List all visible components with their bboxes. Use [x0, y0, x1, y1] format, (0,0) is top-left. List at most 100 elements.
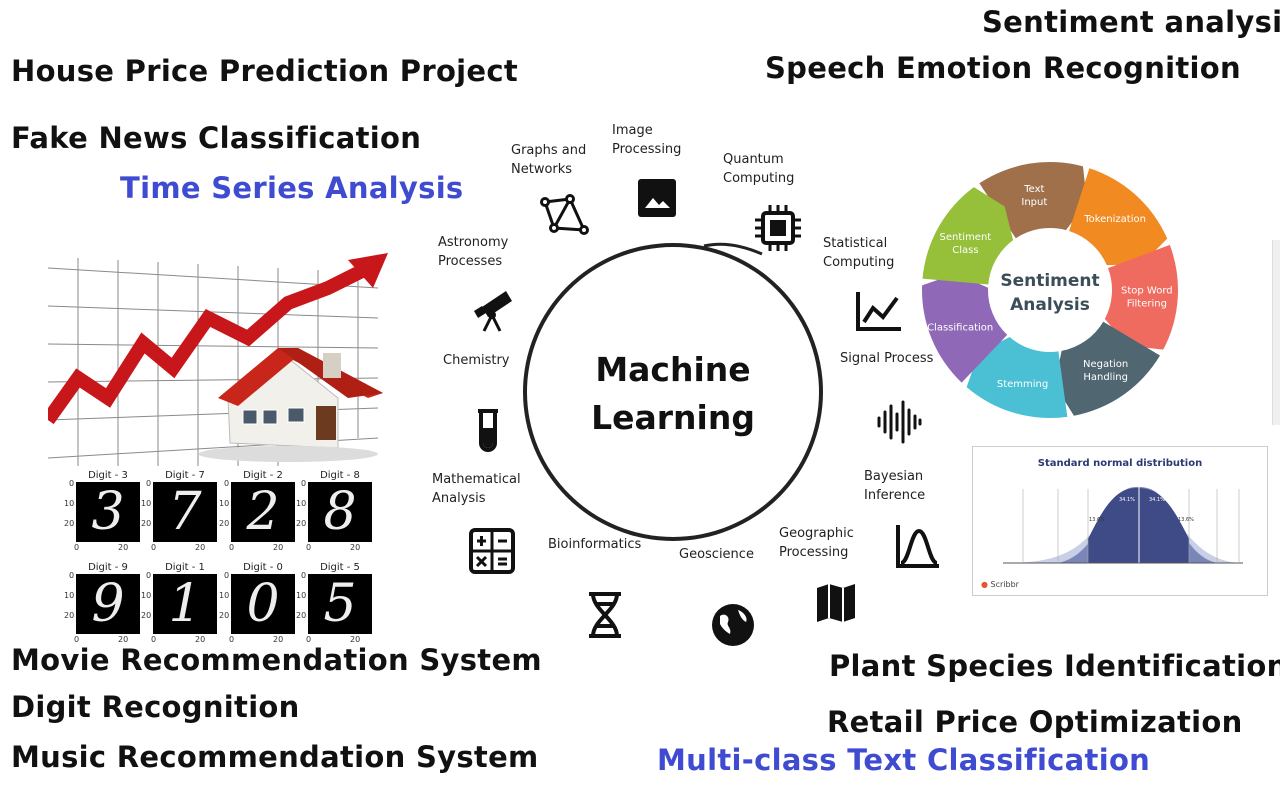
graph-network-icon: [540, 194, 589, 235]
house-price-illustration: [48, 253, 388, 466]
project-movie-rec: Movie Recommendation System: [11, 643, 542, 677]
wheel-ring-segment-top: [703, 242, 763, 256]
mnist-x-tick: 20: [350, 635, 361, 644]
map-icon: [817, 584, 855, 622]
normal-dist-pct-4: 13.6%: [1178, 517, 1194, 523]
mnist-x-tick: 0: [74, 543, 80, 552]
mnist-cell-title: Digit - 9: [88, 562, 128, 573]
mnist-x-tick: 0: [306, 635, 312, 644]
mnist-y-tick: 0: [224, 479, 230, 488]
mnist-y-tick: 0: [69, 479, 75, 488]
telescope-icon: [474, 291, 512, 332]
waveform-icon: [877, 400, 922, 444]
mnist-digit-image: 3: [76, 482, 140, 542]
ml-center-circle: [523, 243, 823, 541]
mnist-cell-title: Digit - 7: [165, 470, 205, 481]
mnist-cell-title: Digit - 1: [165, 562, 205, 573]
ml-label-bioinformatics: Bioinformatics: [548, 537, 642, 552]
mnist-y-tick: 0: [146, 571, 152, 580]
sentiment-step-label: Classification: [927, 323, 993, 334]
ml-center-line1: Machine: [595, 350, 751, 389]
mnist-x-tick: 20: [118, 543, 129, 552]
test-tube-icon: [478, 409, 498, 452]
image-icon: [638, 179, 676, 217]
mnist-digit-image: 9: [76, 574, 140, 634]
sentiment-step-segment: [922, 273, 1008, 383]
ml-label-quantum-computing: Quantum Computing: [723, 152, 795, 186]
mnist-x-tick: 0: [229, 635, 235, 644]
trend-arrow: [48, 261, 372, 425]
ml-label-chemistry: Chemistry: [443, 353, 510, 368]
mnist-x-tick: 0: [151, 543, 157, 552]
chip-icon: [755, 205, 801, 251]
mnist-x-tick: 0: [74, 635, 80, 644]
scribbr-logo: ● Scribbr: [981, 580, 1019, 589]
mnist-y-tick: 20: [296, 611, 307, 620]
sentiment-step-label: Stemming: [997, 379, 1048, 390]
scribbr-logo-mark: ●: [981, 580, 991, 589]
house-graphic: [198, 348, 383, 462]
mnist-x-tick: 20: [273, 543, 284, 552]
mnist-y-tick: 20: [64, 611, 75, 620]
normal-dist-plot: [1003, 483, 1243, 564]
mnist-x-tick: 20: [195, 543, 206, 552]
mnist-y-tick: 0: [69, 571, 75, 580]
trend-arrowhead: [348, 253, 388, 288]
sentiment-step-segment: [1054, 321, 1160, 416]
sentiment-step-label: Tokenization: [1083, 214, 1146, 225]
ml-label-mathematical-analysis: Mathematical Analysis: [432, 472, 521, 506]
mnist-x-tick: 20: [195, 635, 206, 644]
mnist-cell-title: Digit - 2: [243, 470, 283, 481]
line-chart-icon: [856, 292, 901, 331]
ml-label-astronomy-processes: Astronomy Processes: [438, 235, 509, 269]
mnist-x-tick: 20: [350, 543, 361, 552]
sentiment-step-segment: [922, 187, 1014, 285]
sentiment-step-segment: [1104, 244, 1178, 350]
normal-distribution-figure: Standard normal distribution 13.6% 34.1%…: [972, 446, 1268, 596]
mnist-y-tick: 0: [301, 479, 307, 488]
sentiment-step-segment: [1069, 168, 1168, 266]
mnist-y-tick: 10: [64, 591, 75, 600]
mnist-x-tick: 0: [306, 543, 312, 552]
mnist-y-tick: 0: [146, 479, 152, 488]
ml-label-geographic-processing: Geographic Processing: [779, 526, 854, 560]
mnist-cell-title: Digit - 5: [320, 562, 360, 573]
mnist-y-tick: 10: [141, 591, 152, 600]
ml-center-line2: Learning: [591, 398, 755, 437]
mnist-cell-title: Digit - 8: [320, 470, 360, 481]
mnist-y-tick: 20: [219, 611, 230, 620]
mnist-x-tick: 20: [273, 635, 284, 644]
mnist-x-tick: 0: [151, 635, 157, 644]
distribution-icon: [896, 525, 939, 568]
normal-dist-pct-2: 34.1%: [1119, 497, 1135, 503]
mnist-y-tick: 10: [219, 499, 230, 508]
mnist-y-tick: 0: [224, 571, 230, 580]
ml-center-title: Machine Learning: [523, 346, 823, 442]
ml-label-signal-process: Signal Process: [840, 351, 934, 366]
mnist-y-tick: 20: [219, 519, 230, 528]
mnist-y-tick: 20: [296, 519, 307, 528]
sentiment-center-disc: [992, 232, 1108, 348]
mnist-digit-image: 8: [308, 482, 372, 542]
mnist-digit-image: 0: [231, 574, 295, 634]
mnist-y-tick: 10: [296, 499, 307, 508]
normal-dist-title: Standard normal distribution: [1037, 458, 1203, 469]
project-time-series: Time Series Analysis: [120, 171, 464, 205]
project-speech-emotion: Speech Emotion Recognition: [765, 51, 1241, 85]
scribbr-brand: Scribbr: [990, 580, 1019, 589]
mnist-digit-image: 7: [153, 482, 217, 542]
ml-label-graphs-networks: Graphs and Networks: [511, 143, 587, 177]
ml-label-statistical-computing: Statistical Computing: [823, 236, 895, 270]
